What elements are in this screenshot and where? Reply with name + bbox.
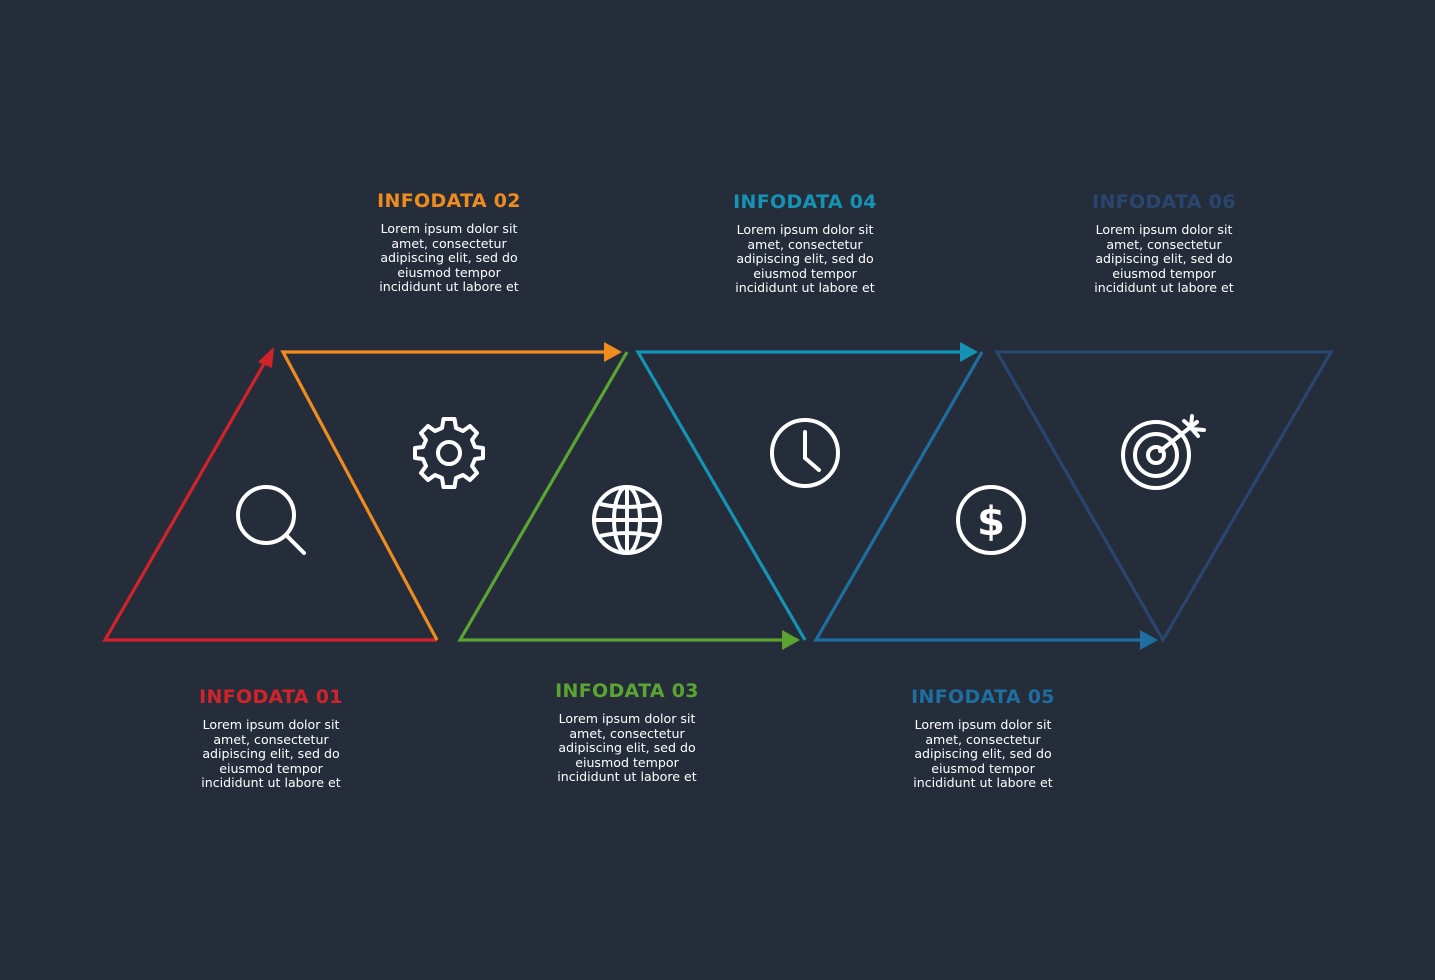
text-line: Lorem ipsum dolor sit [736, 222, 874, 237]
search-icon [236, 485, 306, 555]
step-05-text: Lorem ipsum dolor sit amet, consectetur … [873, 717, 1093, 791]
step-04-block: INFODATA 04 Lorem ipsum dolor sit amet, … [695, 191, 915, 296]
triangle-step-02 [280, 342, 622, 641]
triangle-step-01 [102, 347, 437, 642]
text-line: Lorem ipsum dolor sit [1095, 222, 1233, 237]
text-line: amet, consectetur [1106, 236, 1222, 252]
text-line: Lorem ipsum dolor sit [914, 717, 1052, 732]
text-line: incididunt ut labore et [557, 769, 697, 784]
text-line: Lorem ipsum dolor sit [380, 221, 518, 236]
text-line: adipiscing elit, sed do [914, 746, 1052, 761]
triangle-step-04 [635, 342, 978, 641]
triangle-step-06 [994, 350, 1334, 644]
step-06-text: Lorem ipsum dolor sit amet, consectetur … [1054, 222, 1274, 296]
text-line: eiusmod tempor [753, 265, 857, 281]
text-line: amet, consectetur [569, 725, 685, 741]
text-line: incididunt ut labore et [201, 775, 341, 790]
step-06-title: INFODATA 06 [1092, 191, 1236, 213]
text-line: incididunt ut labore et [913, 775, 1053, 790]
step-05-title: INFODATA 05 [911, 686, 1055, 708]
text-line: eiusmod tempor [1112, 265, 1216, 281]
text-line: adipiscing elit, sed do [558, 740, 696, 755]
arrowhead-icon [258, 347, 274, 368]
step-01-block: INFODATA 01 Lorem ipsum dolor sit amet, … [161, 686, 381, 791]
text-line: adipiscing elit, sed do [380, 250, 518, 265]
text-line: eiusmod tempor [575, 754, 679, 770]
text-line: eiusmod tempor [219, 760, 323, 776]
step-02-text: Lorem ipsum dolor sit amet, consectetur … [339, 221, 559, 295]
text-line: adipiscing elit, sed do [736, 251, 874, 266]
triangle-step-03 [457, 351, 800, 650]
clock-icon [770, 418, 840, 488]
step-03-text: Lorem ipsum dolor sit amet, consectetur … [517, 711, 737, 785]
text-line: Lorem ipsum dolor sit [558, 711, 696, 726]
step-04-text: Lorem ipsum dolor sit amet, consectetur … [695, 222, 915, 296]
text-line: amet, consectetur [925, 731, 1041, 747]
svg-text:$: $ [977, 499, 1005, 545]
step-01-title: INFODATA 01 [199, 686, 343, 708]
step-03-block: INFODATA 03 Lorem ipsum dolor sit amet, … [517, 680, 737, 785]
dollar-icon: $ [956, 485, 1026, 555]
globe-icon [592, 485, 662, 555]
text-line: eiusmod tempor [397, 264, 501, 280]
step-03-title: INFODATA 03 [555, 680, 699, 702]
text-line: adipiscing elit, sed do [1095, 251, 1233, 266]
arrowhead-icon [960, 342, 978, 362]
step-04-title: INFODATA 04 [733, 191, 877, 213]
text-line: incididunt ut labore et [735, 280, 875, 295]
step-02-block: INFODATA 02 Lorem ipsum dolor sit amet, … [339, 190, 559, 295]
text-line: amet, consectetur [747, 236, 863, 252]
text-line: eiusmod tempor [931, 760, 1035, 776]
text-line: incididunt ut labore et [379, 279, 519, 294]
text-line: adipiscing elit, sed do [202, 746, 340, 761]
text-line: Lorem ipsum dolor sit [202, 717, 340, 732]
step-05-block: INFODATA 05 Lorem ipsum dolor sit amet, … [873, 686, 1093, 791]
step-01-text: Lorem ipsum dolor sit amet, consectetur … [161, 717, 381, 791]
text-line: amet, consectetur [391, 235, 507, 251]
gear-icon [413, 417, 485, 489]
arrowhead-icon [604, 342, 622, 362]
arrowhead-icon [782, 630, 800, 650]
arrowhead-icon [1140, 630, 1158, 650]
step-02-title: INFODATA 02 [377, 190, 521, 212]
text-line: incididunt ut labore et [1094, 280, 1234, 295]
step-06-block: INFODATA 06 Lorem ipsum dolor sit amet, … [1054, 191, 1274, 296]
text-line: amet, consectetur [213, 731, 329, 747]
target-icon [1121, 414, 1206, 490]
triangle-step-05 [813, 351, 1158, 650]
